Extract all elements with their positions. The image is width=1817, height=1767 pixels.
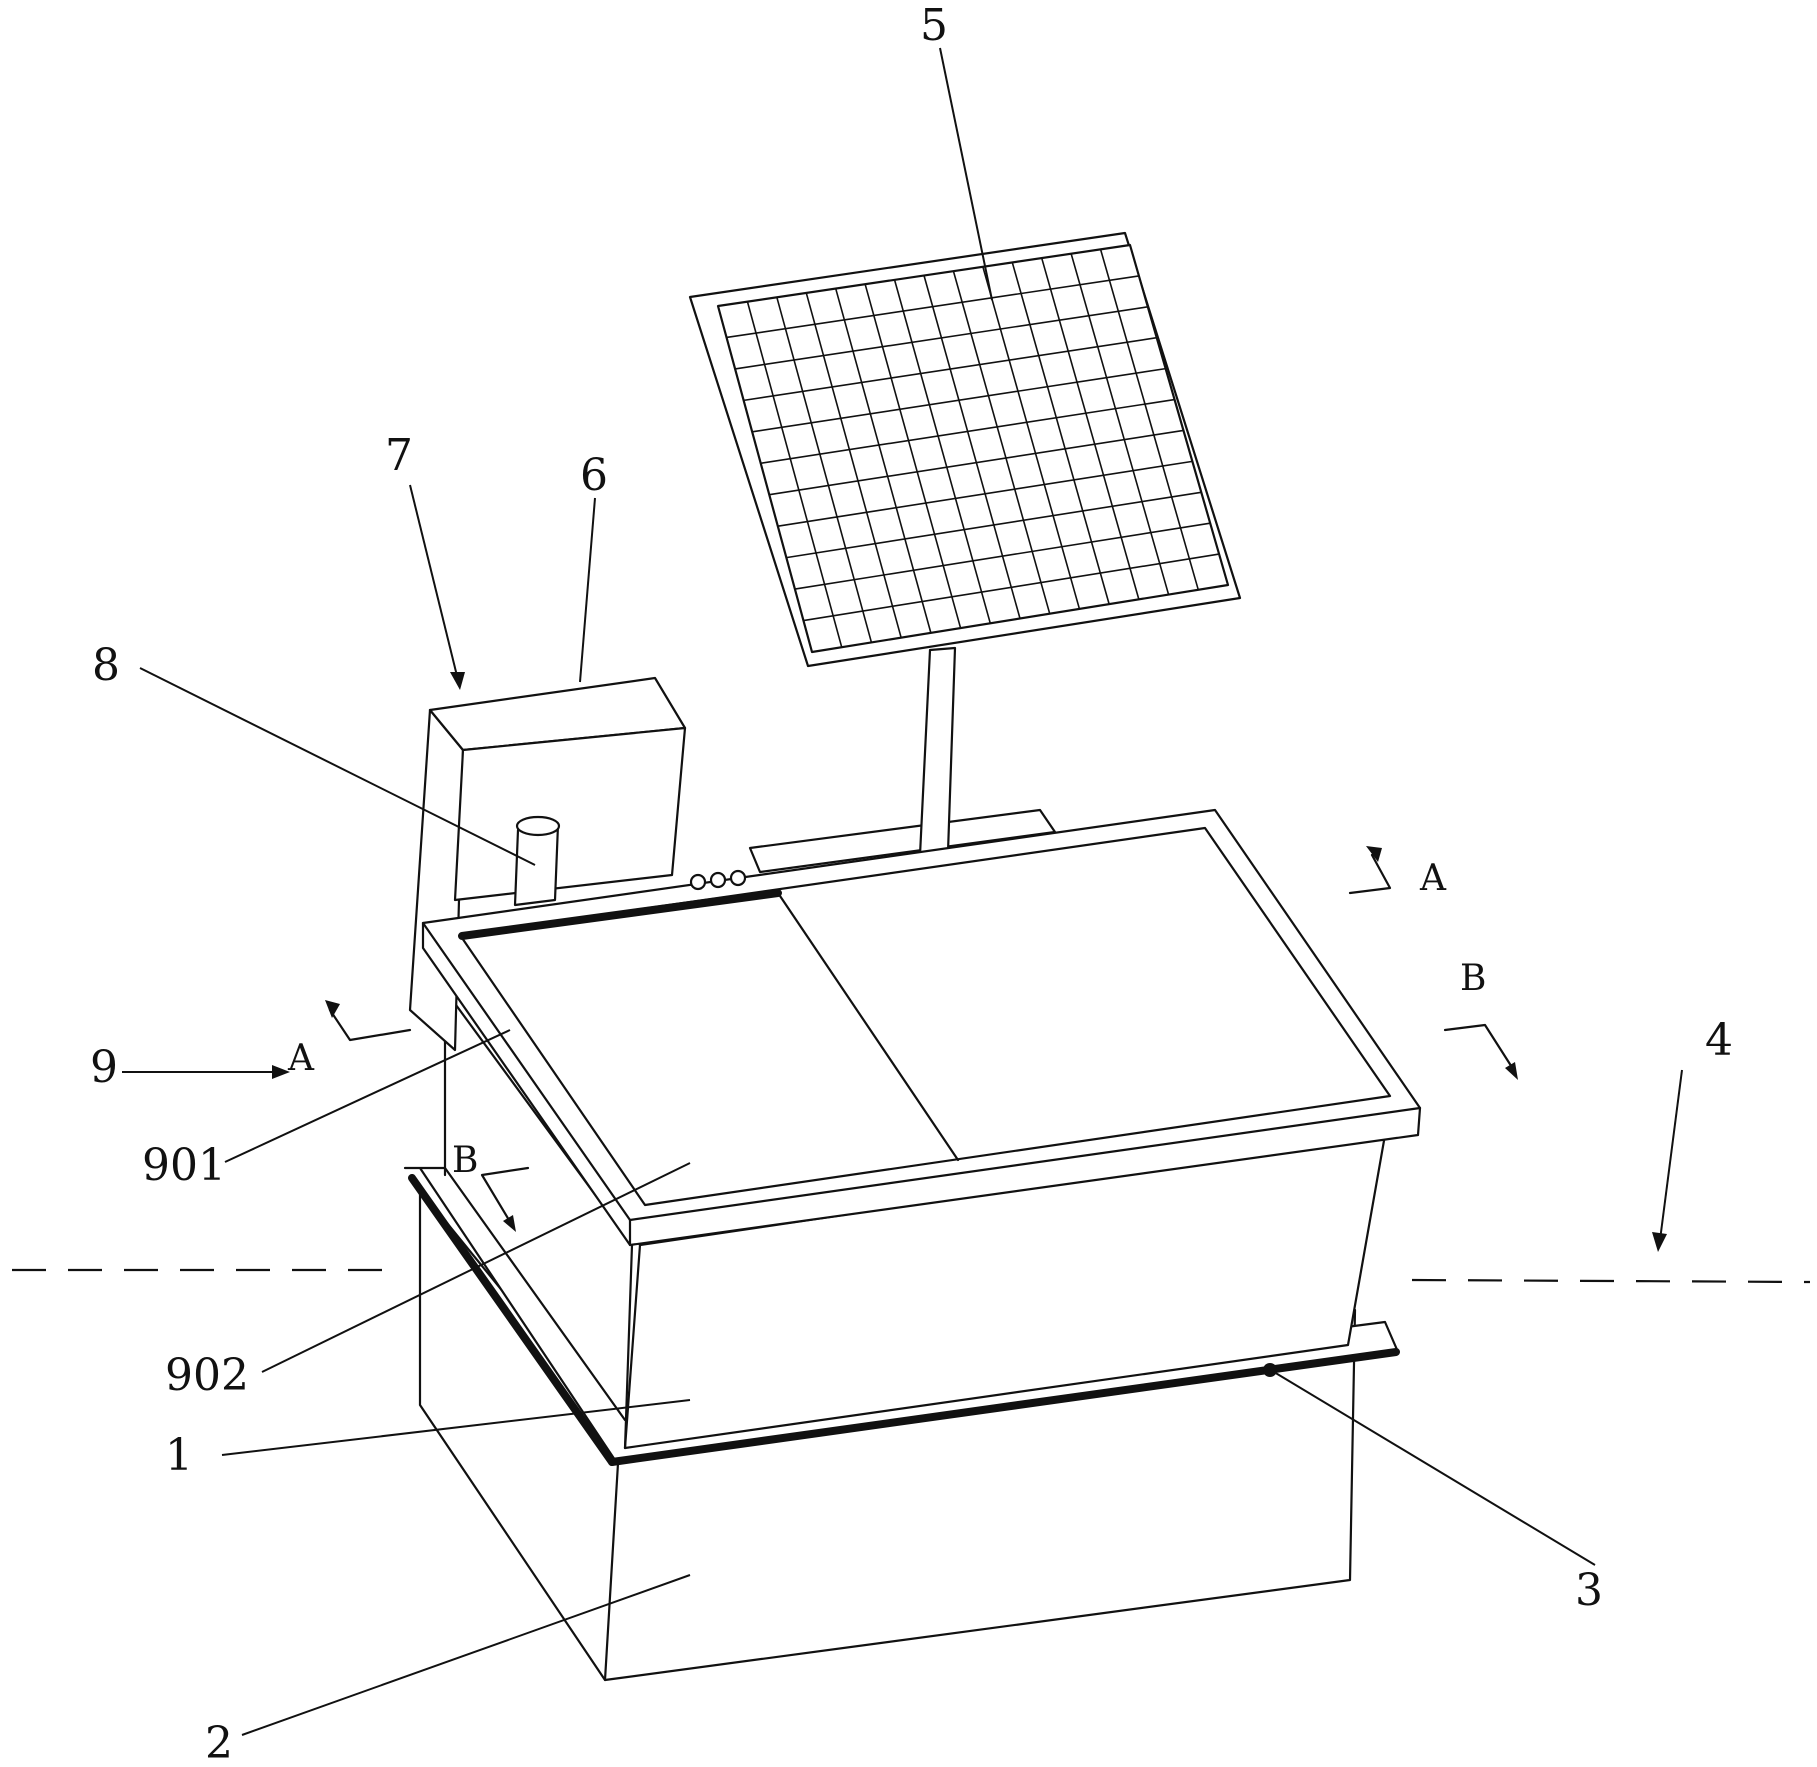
solar-grid-column-line [1070,253,1170,595]
solar-grid-row-line [794,522,1211,590]
solar-grid-column-line [776,297,873,643]
label-2: 2 [205,1718,233,1767]
label-3: 3 [1575,1565,1603,1616]
solar-grid-column-line [1011,262,1110,605]
solar-grid-row-line [734,306,1148,370]
solar-grid-row-line [726,275,1140,339]
support-pole [918,646,957,857]
solar-grid-row-line [803,553,1220,622]
solar-grid-column-line [952,270,1051,614]
section-markers [325,846,1518,1232]
lid-frame [421,808,1422,1247]
solar-grid-column-line [982,266,1081,610]
solar-grid-column-line [834,288,932,634]
solar-grid-column-line [864,284,962,629]
lid-hinges [689,869,747,891]
solar-cell-grid [726,249,1220,648]
section-b-right: B [1460,958,1486,999]
solar-grid-row-line [752,367,1166,433]
leader-lines [122,47,1683,1736]
label-4: 4 [1705,1015,1733,1066]
solar-grid-column-line [1040,257,1140,600]
section-a-right: A [1419,858,1447,899]
label-6: 6 [580,450,608,501]
section-a-left: A [287,1038,315,1079]
label-7: 7 [385,430,413,481]
solar-grid-column-line [893,279,992,624]
solar-grid-column-line [805,292,902,638]
label-901: 901 [142,1140,226,1191]
solar-grid-column-line [746,301,843,648]
label-902: 902 [165,1350,249,1401]
label-9: 9 [90,1042,118,1093]
label-1: 1 [165,1430,193,1481]
solar-grid-row-line [786,491,1202,559]
label-8: 8 [92,640,120,691]
ground-line [12,1268,1811,1284]
solar-grid-row-line [769,429,1184,496]
solar-grid-row-line [760,398,1175,465]
solar-grid-column-line [923,275,1021,619]
solar-grid-row-line [743,336,1157,402]
section-b-left: B [452,1140,478,1181]
reference-numerals: 5 7 6 8 9 901 902 1 2 3 4 A B A B [90,0,1733,1767]
solar-panel [688,231,1242,668]
solar-grid-row-line [777,460,1193,527]
seam-point [1263,1363,1277,1377]
label-5: 5 [920,0,948,51]
solar-grid-column-line [1099,249,1200,591]
pipe [513,815,561,907]
